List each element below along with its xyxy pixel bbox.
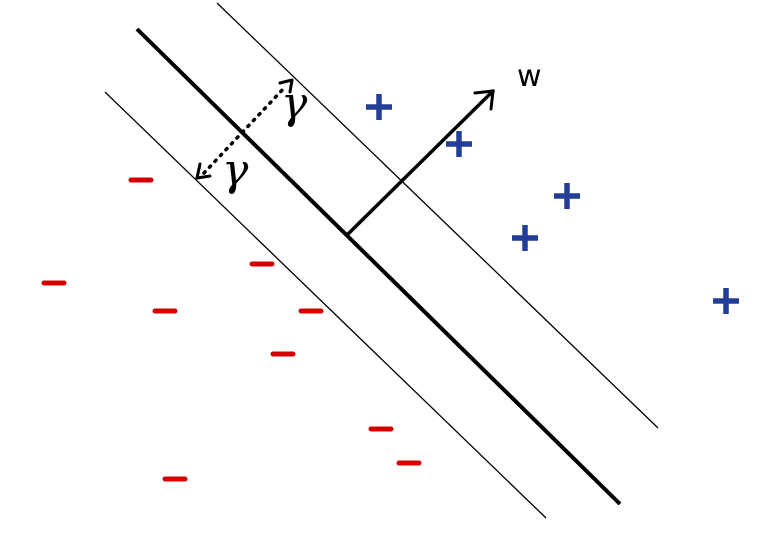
positive-point — [713, 288, 739, 314]
positive-point — [446, 131, 472, 157]
positive-points — [366, 94, 739, 314]
margin-width-arrow — [195, 78, 294, 180]
normal-vector-w — [346, 89, 495, 236]
w-label: w — [517, 59, 542, 94]
negative-points — [41, 177, 422, 482]
positive-point — [554, 183, 580, 209]
decision-boundary-line — [135, 27, 622, 506]
upper-margin-line — [216, 2, 659, 429]
gamma-label-lower: γ — [222, 145, 249, 196]
positive-point — [366, 94, 392, 120]
lower-margin-line — [104, 91, 547, 519]
gamma-label-upper: γ — [281, 78, 308, 129]
positive-point — [512, 225, 538, 251]
